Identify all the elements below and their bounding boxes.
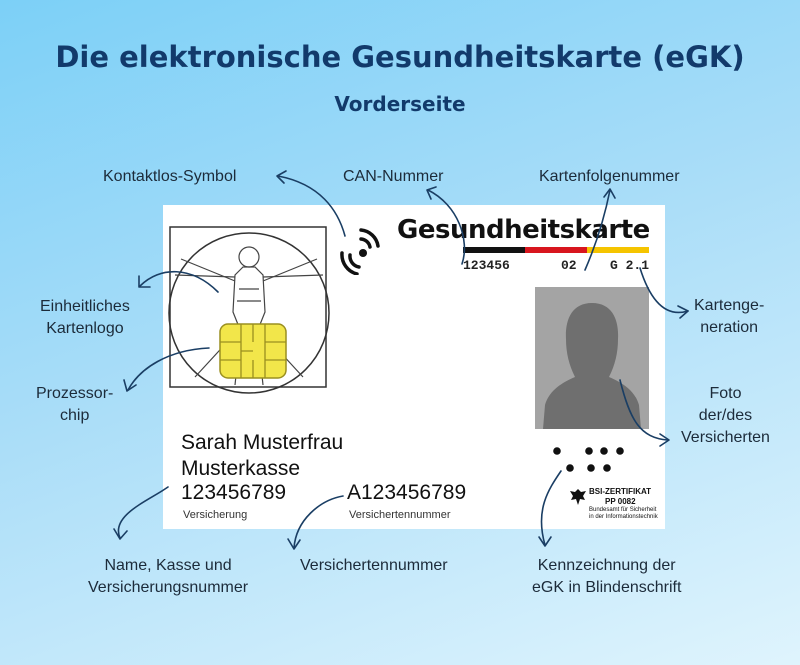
label-photo-line-2: der/des [698, 407, 753, 424]
insurance-number: 123456789 [181, 481, 287, 504]
label-photo-line-1: Foto [709, 385, 742, 402]
label-generation: Kartenge- neration [694, 295, 764, 339]
label-insured-number: Versichertennummer [300, 557, 448, 574]
braille-marking [553, 447, 624, 472]
bsi-line-2: PP 0082 [605, 497, 636, 506]
label-photo: Foto der/des Versicherten [681, 383, 770, 449]
label-name-line-1: Name, Kasse und [104, 557, 232, 574]
label-logo-line-2: Kartenlogo [46, 320, 124, 337]
processor-chip-icon [219, 323, 287, 379]
label-chip-line-2: chip [60, 407, 90, 424]
bsi-line-4: in der Informationstechnik [589, 514, 658, 520]
insurance-caption: Versicherung [183, 509, 248, 521]
label-name: Name, Kasse und Versicherungsnummer [88, 555, 248, 599]
bsi-line-3: Bundesamt für Sicherheit [589, 507, 657, 513]
label-generation-line-1: Kartenge- [694, 297, 765, 314]
contactless-icon [340, 228, 380, 275]
insured-number-caption: Versichertennummer [349, 509, 451, 521]
label-photo-line-3: Versicherten [681, 429, 770, 446]
insured-number: A123456789 [347, 481, 467, 504]
card-title: Gesundheitskarte [397, 215, 650, 245]
label-braille: Kennzeichnung der eGK in Blindenschrift [532, 555, 681, 599]
label-name-line-2: Versicherungsnummer [88, 579, 249, 596]
label-contactless: Kontaktlos-Symbol [103, 168, 237, 185]
label-generation-line-2: neration [700, 319, 759, 336]
label-logo: Einheitliches Kartenlogo [40, 296, 130, 340]
person-silhouette-icon [543, 303, 641, 429]
eagle-icon [570, 489, 586, 505]
health-card: Gesundheitskarte 123456 02 G 2.1 Sarah M… [163, 205, 665, 529]
can-number: 123456 [463, 258, 510, 273]
insured-name: Sarah Musterfrau [181, 431, 344, 454]
card-generation: G 2.1 [610, 258, 650, 273]
label-braille-line-1: Kennzeichnung der [537, 557, 676, 574]
page-subtitle: Vorderseite [334, 92, 466, 116]
insured-photo [535, 287, 649, 429]
label-logo-line-1: Einheitliches [40, 298, 130, 315]
label-can: CAN-Nummer [343, 168, 444, 185]
label-chip-line-1: Prozessor- [36, 385, 114, 402]
insurance-company: Musterkasse [181, 457, 301, 480]
label-chip: Prozessor- chip [36, 383, 113, 427]
flag-stripe [463, 247, 649, 253]
bsi-line-1: BSI-ZERTIFIKAT [589, 487, 652, 496]
card-sequence-number: 02 [561, 258, 577, 273]
page-title: Die elektronische Gesundheitskarte (eGK) [55, 40, 745, 74]
label-braille-line-2: eGK in Blindenschrift [532, 579, 682, 596]
label-sequence: Kartenfolgenummer [539, 168, 680, 185]
